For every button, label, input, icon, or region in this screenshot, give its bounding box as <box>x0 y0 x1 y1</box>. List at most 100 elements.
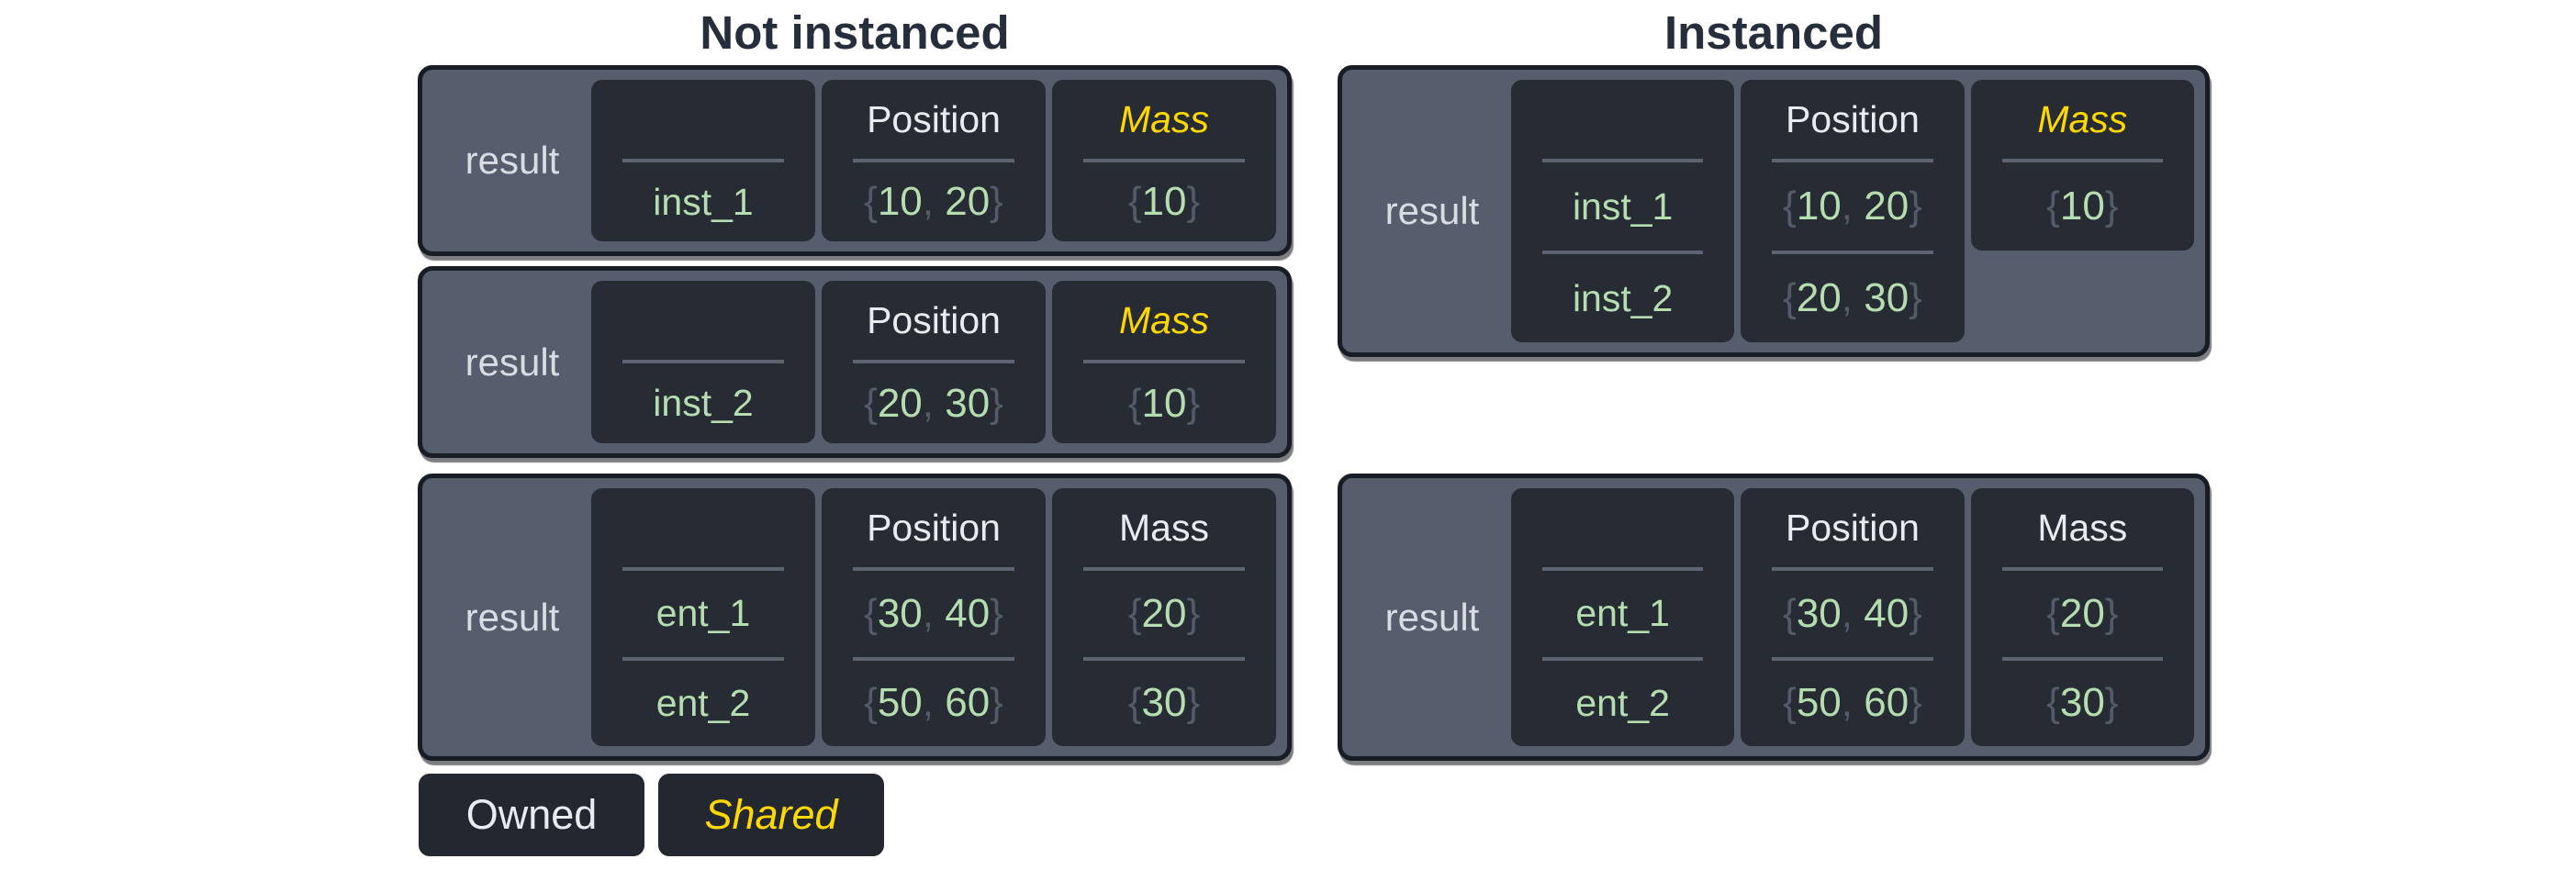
cell-divider <box>1542 159 1704 162</box>
entity-name: inst_2 <box>653 382 754 424</box>
entity-cell: inst_1 <box>1511 162 1734 251</box>
cell-divider <box>622 656 784 661</box>
position-column: Position{10, 20}{20, 30} <box>1741 80 1965 342</box>
value-punctuation: , <box>1841 275 1865 320</box>
value-punctuation: } <box>2104 590 2119 636</box>
value-punctuation: } <box>990 380 1003 426</box>
value-punctuation: } <box>1909 590 1922 636</box>
entity-cell: inst_2 <box>1511 254 1734 342</box>
value-punctuation: } <box>1186 680 1201 726</box>
value-punctuation: { <box>864 680 878 726</box>
entity-name: ent_2 <box>655 681 751 724</box>
cell-divider <box>1083 360 1245 363</box>
mass-column: Mass {20}{30} <box>1052 488 1276 746</box>
entity-name: inst_1 <box>653 180 754 223</box>
value-number: 10 <box>1141 380 1187 426</box>
value-number: 50 <box>1796 680 1842 726</box>
value-punctuation: , <box>1841 184 1865 229</box>
column-header <box>1511 488 1734 567</box>
value-cell: {20} <box>1052 571 1276 657</box>
cell-divider <box>1772 656 1933 661</box>
value-cell: {10} <box>1052 162 1276 241</box>
mass-column: Mass{20}{30} <box>1970 488 2194 746</box>
value-number: 40 <box>945 590 991 636</box>
entity-name: ent_1 <box>655 592 751 635</box>
cell-divider <box>1083 656 1245 661</box>
cell-divider <box>1083 567 1245 571</box>
cell-divider <box>622 360 784 363</box>
cell-divider <box>2001 159 2163 162</box>
entity-name: ent_1 <box>1575 592 1670 635</box>
value-number: 60 <box>1864 680 1910 726</box>
value-number: 30 <box>1796 590 1842 636</box>
result-label: result <box>1384 189 1480 232</box>
cell-divider <box>1542 251 1704 254</box>
mass-column: Mass{10} <box>1970 80 2194 251</box>
value-number: 10 <box>1141 179 1187 224</box>
result-label: result <box>465 340 560 384</box>
value-punctuation: { <box>1127 380 1142 426</box>
value-number: 10 <box>2059 184 2105 229</box>
value-punctuation: } <box>1909 680 1922 726</box>
result-label: result <box>465 139 560 182</box>
value-cell: {50, 60} <box>822 661 1046 747</box>
value-punctuation: } <box>1186 590 1201 636</box>
value-punctuation: , <box>922 179 946 224</box>
value-cell: {30} <box>1052 661 1276 747</box>
cell-divider <box>1542 567 1704 571</box>
value-cell: {10, 20} <box>822 162 1046 241</box>
result-card-not-instanced-2: result inst_2 Position {20, 30}Mass{10} <box>418 266 1292 458</box>
value-number: 50 <box>877 680 923 726</box>
value-punctuation: { <box>864 590 878 636</box>
value-number: 60 <box>945 680 991 726</box>
cell-divider <box>1772 251 1933 254</box>
value-punctuation: { <box>2046 590 2060 636</box>
entity-name: inst_2 <box>1572 276 1674 319</box>
entity-cell: ent_2 <box>591 661 815 747</box>
column-header: Position <box>867 298 1001 341</box>
value-punctuation: , <box>1841 590 1865 636</box>
value-punctuation: { <box>2046 184 2060 229</box>
cell-divider <box>1542 656 1704 661</box>
value-number: 20 <box>1864 184 1910 229</box>
entity-name: ent_2 <box>1575 681 1670 724</box>
value-number: 10 <box>877 179 923 224</box>
legend-shared-box: Shared <box>658 774 884 856</box>
value-punctuation: { <box>2046 680 2060 726</box>
column-header <box>591 488 815 567</box>
value-cell: {30, 40} <box>822 571 1046 657</box>
cell-divider <box>853 567 1014 571</box>
entity-column: ent_1 ent_2 <box>591 488 815 746</box>
value-number: 20 <box>1141 590 1187 636</box>
column-header: Position <box>867 506 1001 549</box>
value-number: 20 <box>1796 275 1842 320</box>
cell-divider <box>622 159 784 162</box>
value-punctuation: } <box>1909 275 1922 320</box>
value-punctuation: { <box>864 380 878 426</box>
value-number: 10 <box>1796 184 1842 229</box>
value-punctuation: } <box>1186 380 1201 426</box>
legend-shared-label: Shared <box>704 791 838 838</box>
entity-name: inst_1 <box>1572 184 1674 228</box>
cell-divider <box>1772 567 1933 571</box>
cell-divider <box>622 567 784 571</box>
mass-column: Mass{10} <box>1052 281 1276 443</box>
value-number: 30 <box>945 380 991 426</box>
column-header <box>591 281 815 360</box>
column-header <box>1511 80 1734 159</box>
entity-cell: ent_1 <box>1511 571 1734 657</box>
column-header: Position <box>1786 97 1920 140</box>
position-column: Position {30, 40}{50, 60} <box>822 488 1046 746</box>
value-punctuation: } <box>990 179 1003 224</box>
cell-divider <box>2001 656 2163 661</box>
columns-container: inst_2 Position {20, 30}Mass{10} <box>591 281 1276 443</box>
cell-divider <box>853 656 1014 661</box>
value-cell: {20, 30} <box>1741 254 1964 342</box>
column-header: Mass <box>1119 506 1209 549</box>
entity-column: inst_1 inst_2 <box>1511 80 1735 342</box>
value-cell: {20, 30} <box>822 363 1046 443</box>
legend-owned-box: Owned <box>419 774 644 856</box>
